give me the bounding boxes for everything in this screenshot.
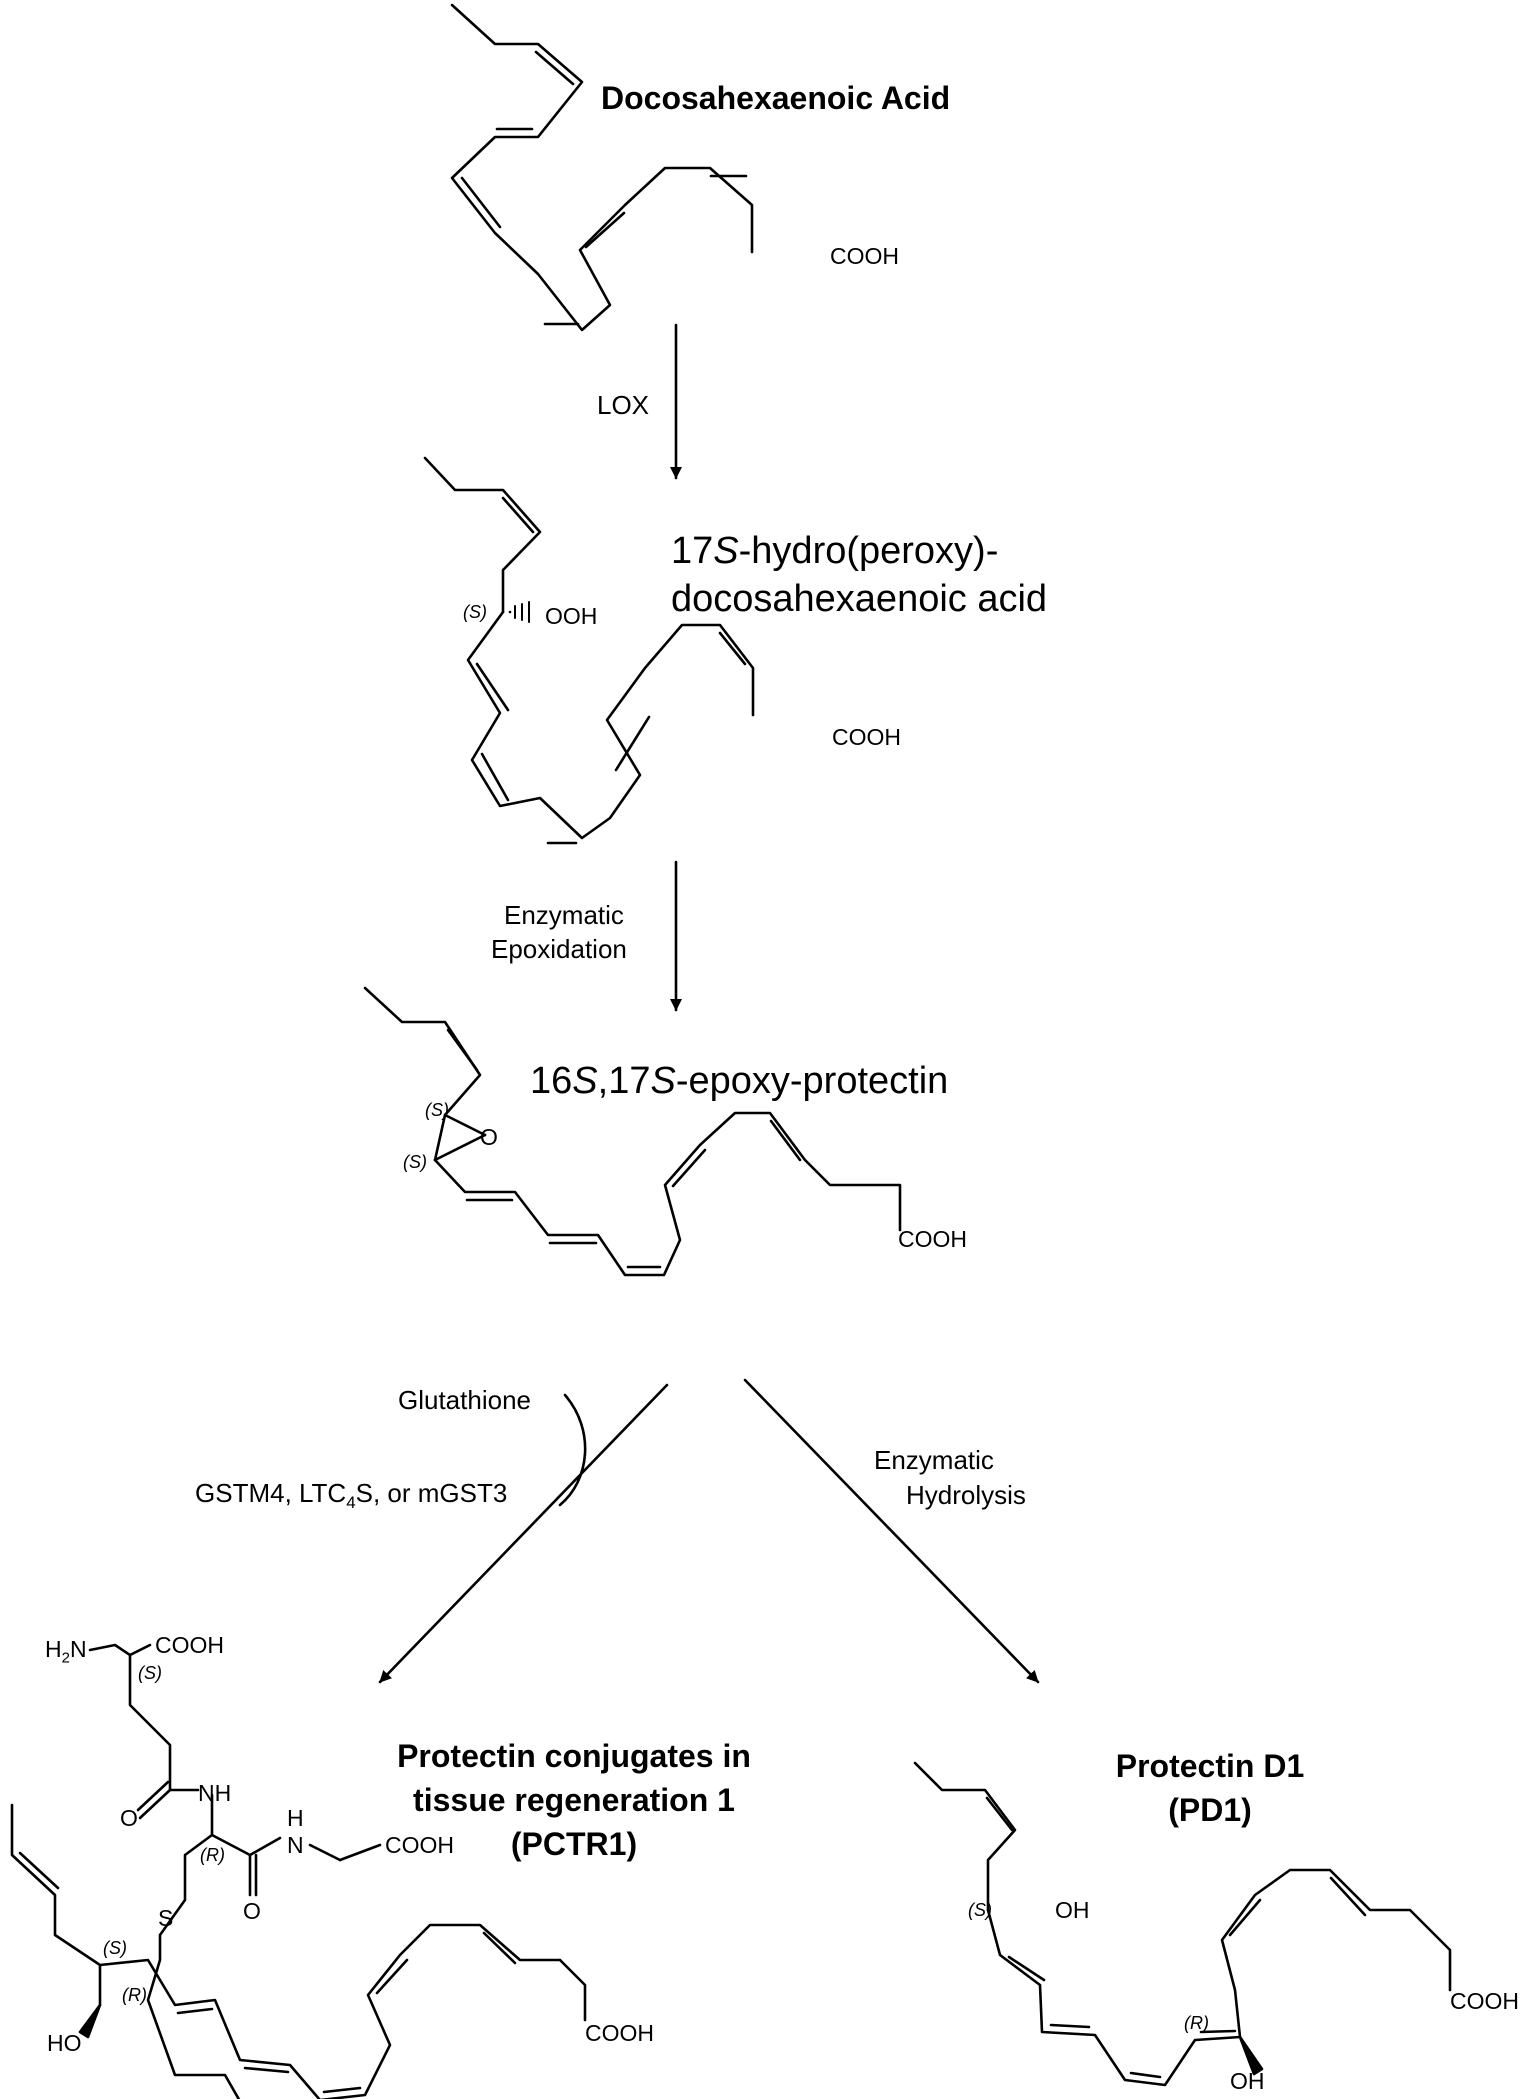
- epoxy-stereo-1: (S): [425, 1100, 449, 1120]
- dha-title: Docosahexaenoic Acid: [601, 80, 951, 116]
- pctr1-cooh-top: COOH: [155, 1632, 224, 1658]
- epoxy-stereo-2: (S): [403, 1152, 427, 1172]
- epoxy-oxygen: O: [480, 1124, 498, 1150]
- pd1-stereo-r: (R): [1184, 2013, 1209, 2033]
- pctr1-cooh-gly: COOH: [385, 1832, 454, 1858]
- pctr1-oh-wedge: [78, 2003, 102, 2039]
- pd1-oh1: OH: [1055, 1897, 1090, 1923]
- hpdha-title-line2: docosahexaenoic acid: [671, 578, 1048, 620]
- pd1-oh-wedge: [1238, 2035, 1264, 2076]
- epoxy-cooh: COOH: [898, 1226, 967, 1252]
- hpdha-stereo: (S): [463, 602, 487, 622]
- hpdha-ooh: OOH: [545, 603, 598, 629]
- pctr1-structure: [10, 1643, 587, 2099]
- pctr1-h2n: H2N: [45, 1636, 87, 1667]
- pctr1-ho: HO: [47, 2030, 82, 2056]
- pctr1-title-line2: tissue regeneration 1: [413, 1782, 735, 1818]
- pctr1-title-line3: (PCTR1): [510, 1826, 638, 1862]
- pctr1-title-line1: Protectin conjugates in: [397, 1738, 751, 1774]
- dha-cooh: COOH: [830, 243, 899, 269]
- enzymes-label: GSTM4, LTC4S, or mGST3: [195, 1478, 508, 1513]
- epoxidation-label-line1: Enzymatic: [504, 900, 624, 930]
- epoxy-title: 16S,17S-epoxy-protectin: [530, 1060, 949, 1102]
- glutathione-curve: [558, 1393, 587, 1507]
- hydrolysis-label-line1: Enzymatic: [874, 1445, 994, 1475]
- pctr1-h: H: [287, 1805, 304, 1831]
- epoxidation-label-line2: Epoxidation: [491, 934, 627, 964]
- hydrolysis-arrow: [743, 1378, 1040, 1684]
- epoxy-structure: [363, 986, 902, 1277]
- pctr1-s: S: [158, 1905, 174, 1931]
- conjugation-arrow: [378, 1383, 669, 1684]
- glutathione-label: Glutathione: [398, 1385, 531, 1415]
- pctr1-stereo-s: (S): [103, 1938, 127, 1958]
- pctr1-cooh: COOH: [585, 2020, 654, 2046]
- pctr1-n: N: [287, 1832, 304, 1858]
- hpdha-title-line1: 17S-hydro(peroxy)-: [671, 530, 999, 572]
- hpdha-cooh: COOH: [832, 724, 901, 750]
- pd1-stereo-s: (S): [968, 1900, 992, 1920]
- pd1-cooh: COOH: [1450, 1988, 1519, 2014]
- dha-structure: [450, 3, 754, 332]
- pctr1-stereo-r: (R): [122, 1985, 147, 2005]
- pctr1-o2: O: [243, 1898, 261, 1924]
- pctr1-stereo-s-top: (S): [138, 1663, 162, 1683]
- pctr1-nh: NH: [198, 1780, 232, 1806]
- lox-label: LOX: [597, 390, 650, 420]
- pd1-title-line1: Protectin D1: [1115, 1748, 1305, 1784]
- pd1-title-line2: (PD1): [1168, 1792, 1252, 1828]
- pctr1-o1: O: [120, 1805, 138, 1831]
- pctr1-stereo-r-cys: (R): [200, 1845, 225, 1865]
- hydrolysis-label-line2: Hydrolysis: [906, 1480, 1026, 1510]
- hpdha-structure: [423, 456, 755, 845]
- pd1-oh2: OH: [1230, 2068, 1265, 2094]
- pd1-structure: [913, 1761, 1452, 2087]
